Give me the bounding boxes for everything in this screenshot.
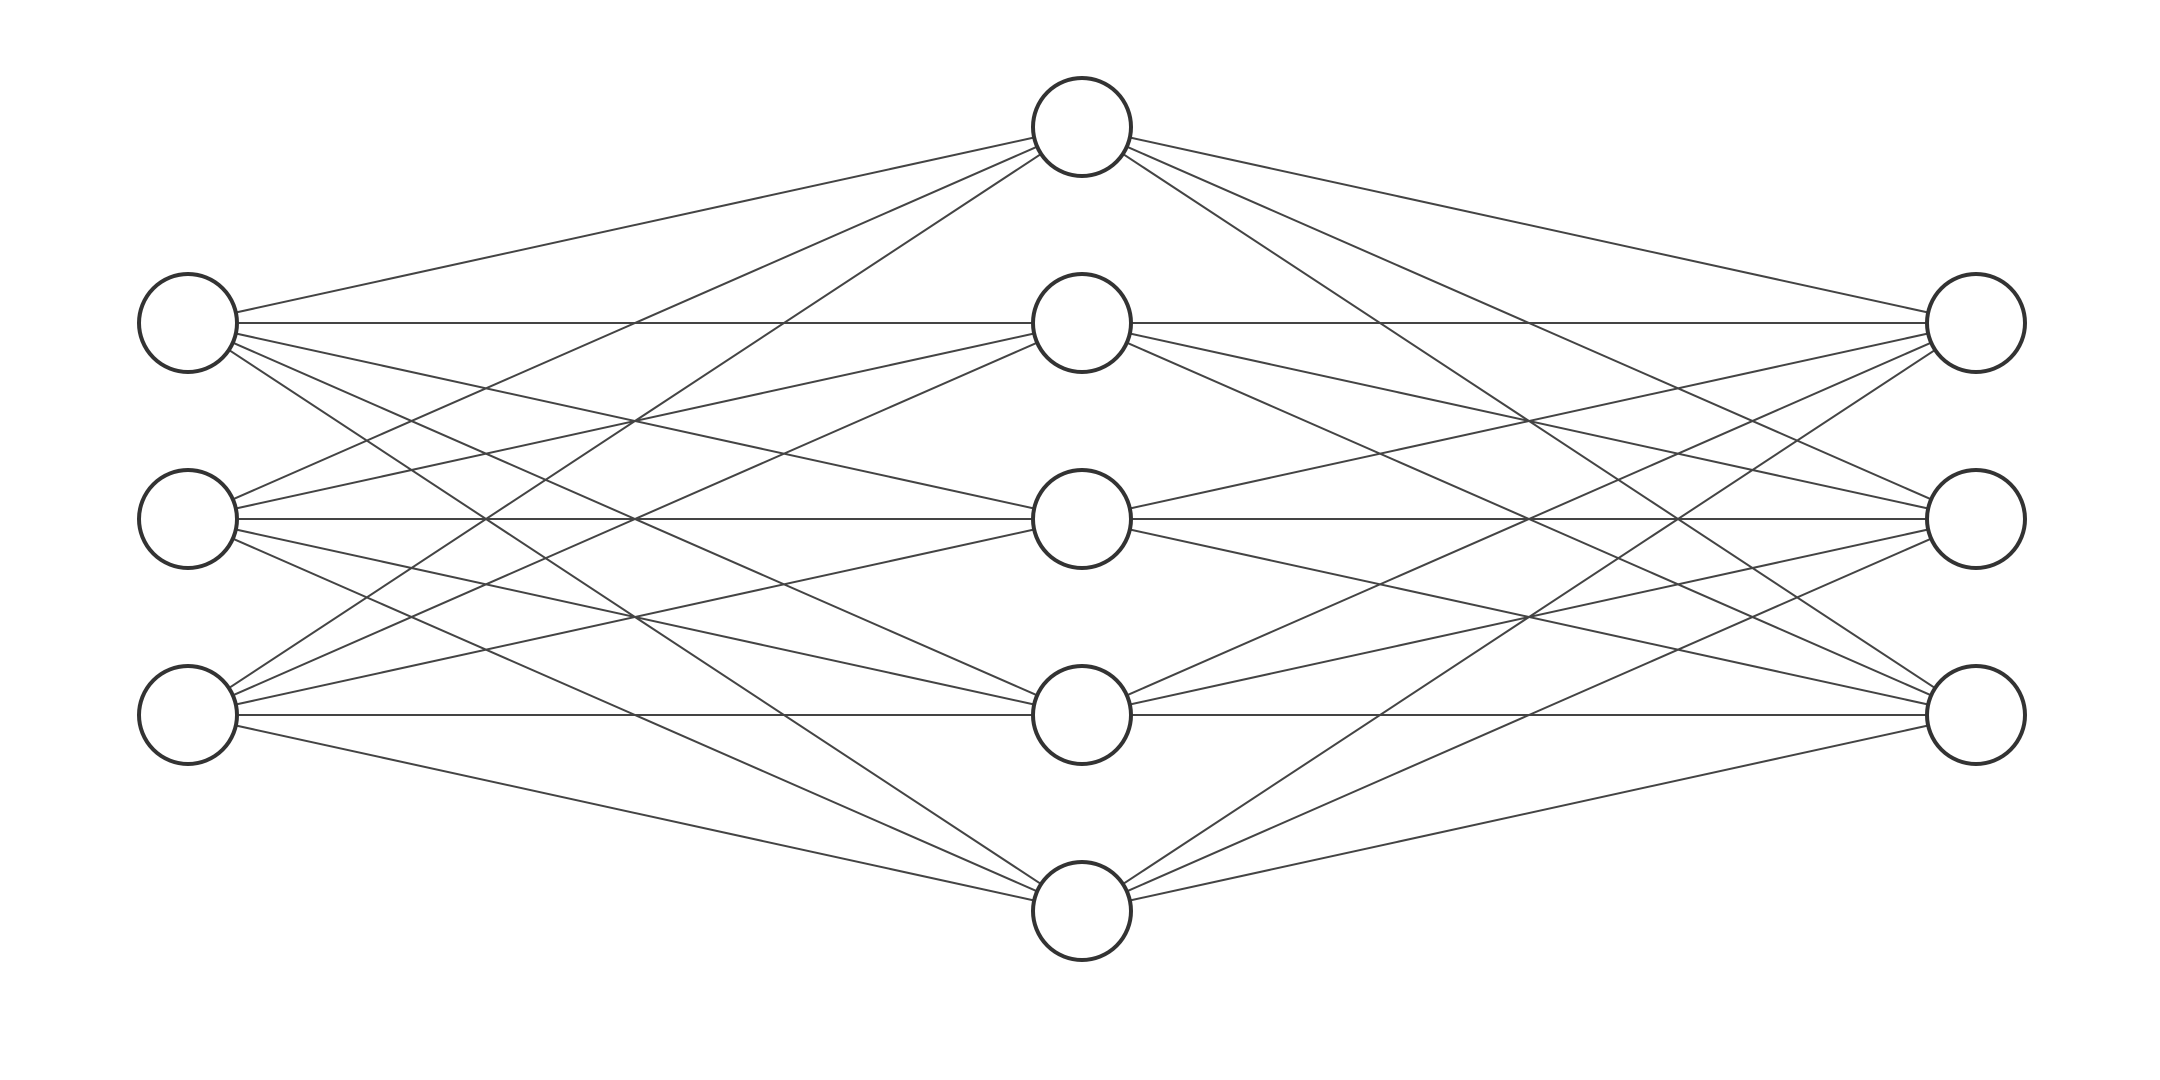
edge-layer (228, 136, 1936, 902)
edge-hidden-5-to-output-2 (1126, 537, 1932, 893)
edge-hidden-1-to-output-1 (1129, 136, 1929, 314)
edge-input-2-to-hidden-1 (232, 145, 1038, 501)
edge-hidden-5-to-output-1 (1122, 349, 1936, 885)
edge-input-1-to-hidden-1 (235, 136, 1035, 314)
edge-hidden-5-to-output-3 (1129, 724, 1929, 902)
edge-input-3-to-hidden-2 (232, 341, 1038, 697)
hidden-node-4 (1031, 664, 1133, 766)
edge-input-3-to-hidden-3 (235, 528, 1035, 706)
input-node-1 (137, 272, 239, 374)
hidden-node-3 (1031, 468, 1133, 570)
hidden-node-1 (1031, 76, 1133, 178)
edge-hidden-4-to-output-1 (1126, 341, 1932, 697)
edge-input-3-to-hidden-1 (228, 153, 1042, 689)
node-layer (137, 76, 2027, 962)
input-node-2 (137, 468, 239, 570)
edge-input-3-to-hidden-5 (235, 724, 1035, 902)
hidden-node-2 (1031, 272, 1133, 374)
output-node-1 (1925, 272, 2027, 374)
edge-hidden-3-to-output-1 (1129, 332, 1929, 510)
output-node-2 (1925, 468, 2027, 570)
hidden-node-5 (1031, 860, 1133, 962)
output-node-3 (1925, 664, 2027, 766)
input-node-3 (137, 664, 239, 766)
